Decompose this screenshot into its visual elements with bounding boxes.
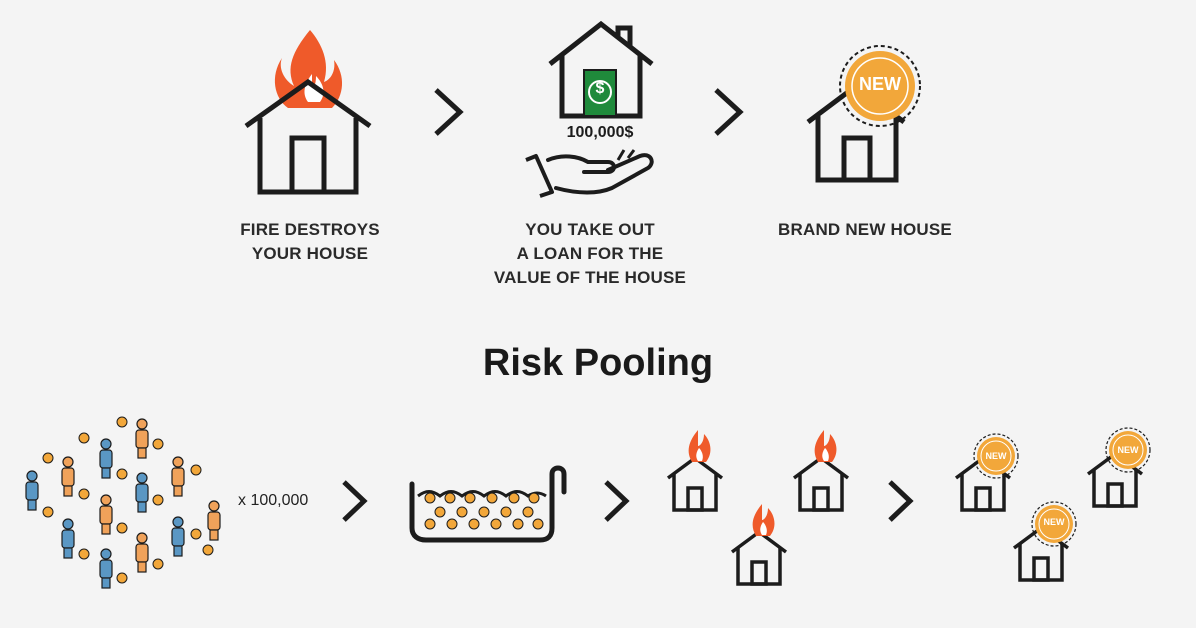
person-icon: [99, 548, 113, 589]
coin-icon: [152, 494, 164, 506]
person-icon: [171, 456, 185, 497]
coin-icon: [152, 558, 164, 570]
coin-icon: [116, 468, 128, 480]
coin-icon: [152, 438, 164, 450]
flame-icon: [752, 504, 775, 536]
new-badge-text: NEW: [1043, 517, 1065, 527]
burning-houses-icon: [666, 430, 850, 586]
person-icon: [99, 438, 113, 479]
person-icon: [171, 516, 185, 557]
coin-icon: [190, 528, 202, 540]
person-icon: [61, 518, 75, 559]
people-crowd-icon: [25, 416, 221, 589]
chevron-right-icon: [434, 88, 464, 136]
hand-icon: [525, 149, 654, 198]
step-new-house-label: BRAND NEW HOUSE: [778, 220, 952, 239]
chevron-right-icon: [604, 480, 630, 522]
person-icon: [135, 418, 149, 459]
new-badge-icon: [839, 45, 921, 127]
section-title: Risk Pooling: [482, 342, 714, 384]
person-icon: [135, 472, 149, 513]
person-icon: [25, 470, 39, 511]
burning-house-icon: [244, 30, 372, 195]
new-badge-text: NEW: [985, 451, 1007, 461]
step-fire-label: FIRE DESTROYS YOUR HOUSE: [240, 220, 380, 263]
chevron-right-icon: [888, 480, 914, 522]
step-loan-label: YOU TAKE OUT A LOAN FOR THE VALUE OF THE…: [493, 220, 687, 287]
bill-symbol: $: [595, 80, 605, 97]
chevron-right-icon: [714, 88, 744, 136]
burning-house-icon: [792, 455, 850, 512]
new-houses-icon: [954, 427, 1151, 582]
coin-icon: [116, 522, 128, 534]
pool-icon: [409, 465, 567, 543]
flame-icon: [688, 430, 711, 462]
person-icon: [61, 456, 75, 497]
coin-icon: [42, 506, 54, 518]
flame-icon: [814, 430, 837, 462]
coin-icon: [78, 548, 90, 560]
new-badge-text: NEW: [1117, 445, 1139, 455]
loan-amount: 100,000$: [566, 124, 634, 141]
coin-icon: [190, 464, 202, 476]
new-badge-icon: [1105, 427, 1151, 473]
person-icon: [135, 532, 149, 573]
new-badge-icon: [1031, 501, 1077, 547]
coin-icon: [42, 452, 54, 464]
coin-icon: [202, 544, 214, 556]
new-badge-icon: [973, 433, 1019, 479]
person-icon: [99, 494, 113, 535]
coin-icon: [116, 572, 128, 584]
new-badge-text: NEW: [859, 74, 901, 94]
person-icon: [207, 500, 221, 541]
coin-icon: [78, 432, 90, 444]
chevron-right-icon: [342, 480, 368, 522]
coin-icon: [78, 488, 90, 500]
multiplier-label: x 100,000: [238, 492, 309, 509]
coin-icon: [116, 416, 128, 428]
burning-house-icon: [730, 529, 788, 586]
house-money-icon: [548, 20, 654, 119]
burning-house-icon: [666, 455, 724, 512]
